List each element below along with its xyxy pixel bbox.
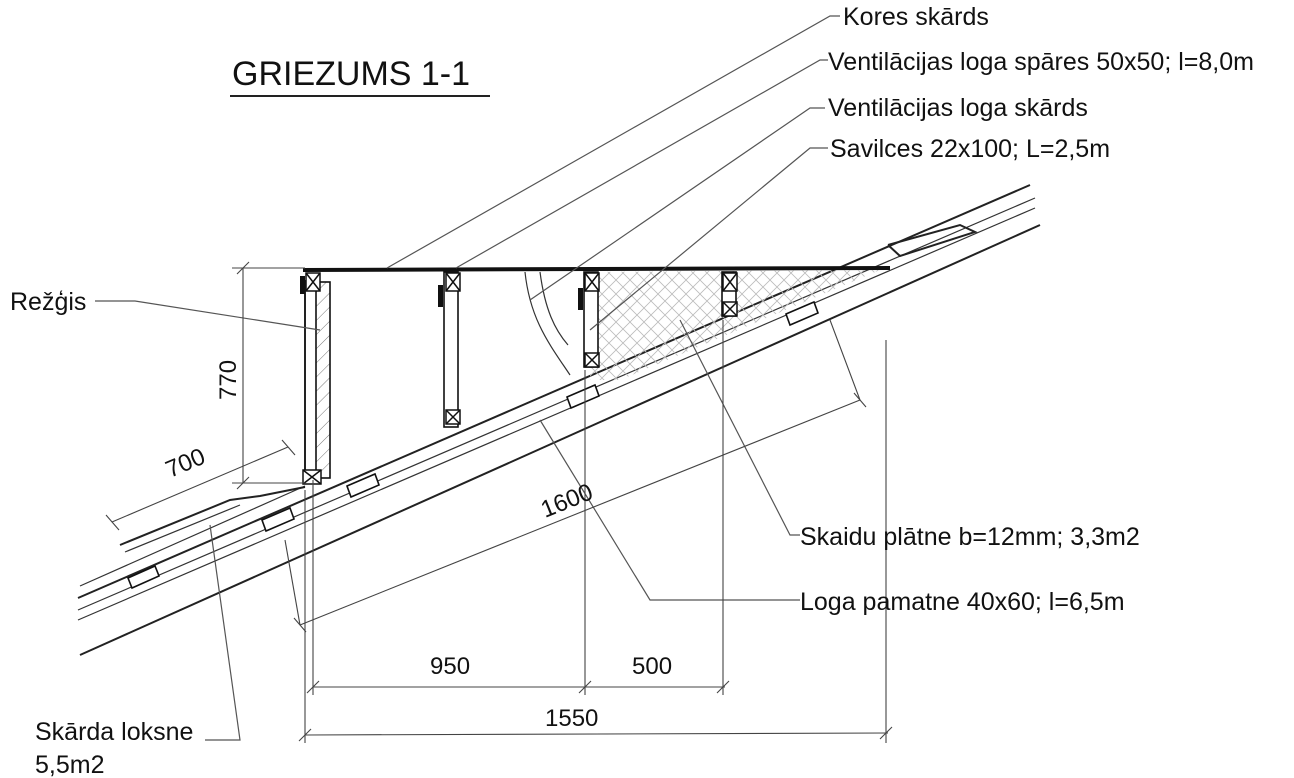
dim-500: 500 <box>632 653 672 680</box>
label-skarda-loksne-1: Skārda loksne <box>35 718 193 746</box>
roof-layers <box>77 184 1041 656</box>
label-skaidu-platne: Skaidu plātne b=12mm; 3,3m2 <box>800 523 1140 551</box>
dim-1550: 1550 <box>545 705 598 732</box>
dim-770: 770 <box>215 360 242 400</box>
vent-window <box>300 266 891 485</box>
dimension-lines <box>105 261 893 743</box>
label-savilces: Savilces 22x100; L=2,5m <box>830 135 1110 163</box>
label-loga-pamatne: Loga pamatne 40x60; l=6,5m <box>800 588 1125 616</box>
leader-lines <box>95 15 840 741</box>
label-rezgis: Režģis <box>10 288 86 316</box>
drawing-title: GRIEZUMS 1-1 <box>232 55 470 93</box>
label-spares: Ventilācijas loga spāres 50x50; l=8,0m <box>828 48 1254 76</box>
label-loga-skards: Ventilācijas loga skārds <box>828 94 1088 122</box>
label-kores-skards: Kores skārds <box>843 3 989 31</box>
battens <box>126 300 820 590</box>
dim-950: 950 <box>430 653 470 680</box>
dim-1600: 1600 <box>537 479 597 524</box>
dim-700: 700 <box>162 443 209 484</box>
label-skarda-loksne-2: 5,5m2 <box>35 751 104 778</box>
